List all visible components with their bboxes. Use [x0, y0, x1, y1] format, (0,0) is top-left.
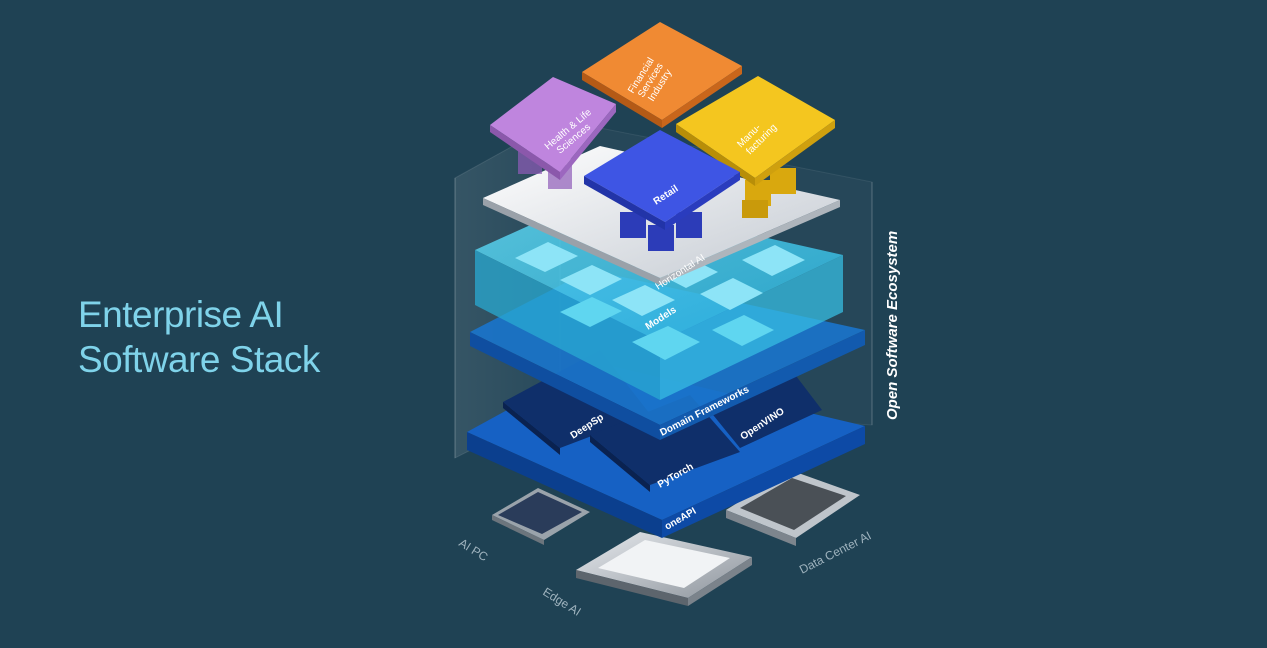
ai-pc-chip [492, 488, 590, 545]
title-line-1: Enterprise AI [78, 294, 284, 335]
data-center-ai-chip [726, 470, 860, 546]
ecosystem-label: Open Software Ecosystem [884, 231, 901, 420]
tile-retail [584, 130, 740, 251]
tile-financial-services [582, 22, 742, 128]
tile-health-life-sciences [490, 77, 616, 189]
page-title: Enterprise AI Software Stack [78, 292, 320, 382]
data-center-ai-label: Data Center AI [797, 528, 873, 576]
title-line-2: Software Stack [78, 339, 320, 380]
edge-ai-label: Edge AI [540, 585, 583, 619]
ai-pc-label: AI PC [456, 536, 490, 565]
edge-ai-chip [576, 532, 752, 606]
